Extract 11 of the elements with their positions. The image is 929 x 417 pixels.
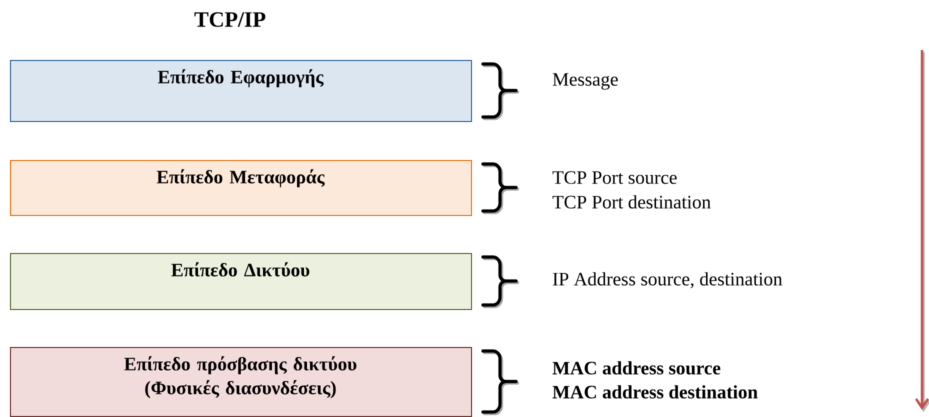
layer-note: MAC address source: [552, 361, 720, 375]
layer-note: TCP Port source: [552, 171, 677, 184]
layer-box: Επίπεδο πρόσβασης δικτύου (Φυσικές διασυνδέσεις): [10, 347, 472, 417]
layer-note: TCP Port destination: [552, 195, 711, 209]
layer-box: Επίπεδο Εφαρμογής: [10, 60, 472, 122]
title: TCP/IP: [194, 12, 266, 27]
layer-box: Επίπεδο Μεταφοράς: [10, 160, 472, 216]
layer-note: IP Address source, destination: [552, 272, 782, 288]
layer-note: MAC address destination: [552, 385, 758, 399]
layer-box: Επίπεδο Δικτύου: [10, 253, 472, 310]
layer-note: Message: [552, 73, 618, 90]
